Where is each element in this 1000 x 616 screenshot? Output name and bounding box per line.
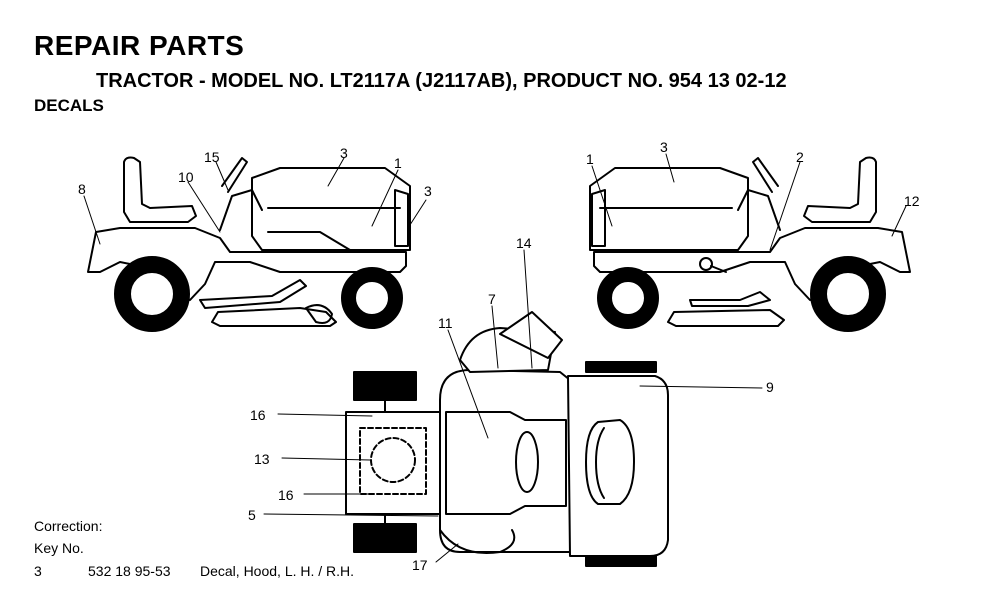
callout-labels: 15 3 1 8 10 3 1 3 2 12 14 11 7 9 16 13 1…: [78, 139, 920, 573]
correction-description: Decal, Hood, L. H. / R.H.: [200, 563, 355, 579]
correction-key-label: Key No.: [34, 540, 84, 556]
tractor-top-view: [345, 311, 669, 567]
correction-key: 3: [34, 563, 42, 579]
callout-1-right: 1: [586, 151, 594, 167]
callout-16-lower: 16: [278, 487, 294, 503]
correction-part-number: 532 18 95-53: [88, 563, 171, 579]
callout-16-upper: 16: [250, 407, 266, 423]
callout-2: 2: [796, 149, 804, 165]
callout-12: 12: [904, 193, 920, 209]
correction-heading: Correction:: [34, 518, 103, 534]
callout-8: 8: [78, 181, 86, 197]
page-title: REPAIR PARTS: [34, 30, 245, 61]
callout-14: 14: [516, 235, 532, 251]
section-heading: DECALS: [34, 96, 104, 115]
callout-17: 17: [412, 557, 428, 573]
callout-11: 11: [438, 315, 453, 331]
callout-3-left-hood: 3: [340, 145, 348, 161]
callout-5: 5: [248, 507, 256, 523]
tractor-right-view: [589, 156, 911, 332]
callout-15: 15: [204, 149, 220, 165]
callout-7: 7: [488, 291, 496, 307]
callout-13: 13: [254, 451, 270, 467]
correction-entry: 3 532 18 95-53 Decal, Hood, L. H. / R.H.: [34, 563, 354, 579]
leader-lines: [83, 153, 907, 563]
model-subtitle: TRACTOR - MODEL NO. LT2117A (J2117AB), P…: [96, 70, 787, 92]
callout-3-right: 3: [660, 139, 668, 155]
callout-1-left: 1: [394, 155, 402, 171]
callout-10: 10: [178, 169, 194, 185]
tractor-left-view: [87, 156, 411, 332]
callout-9: 9: [766, 379, 774, 395]
callout-3-left-side: 3: [424, 183, 432, 199]
